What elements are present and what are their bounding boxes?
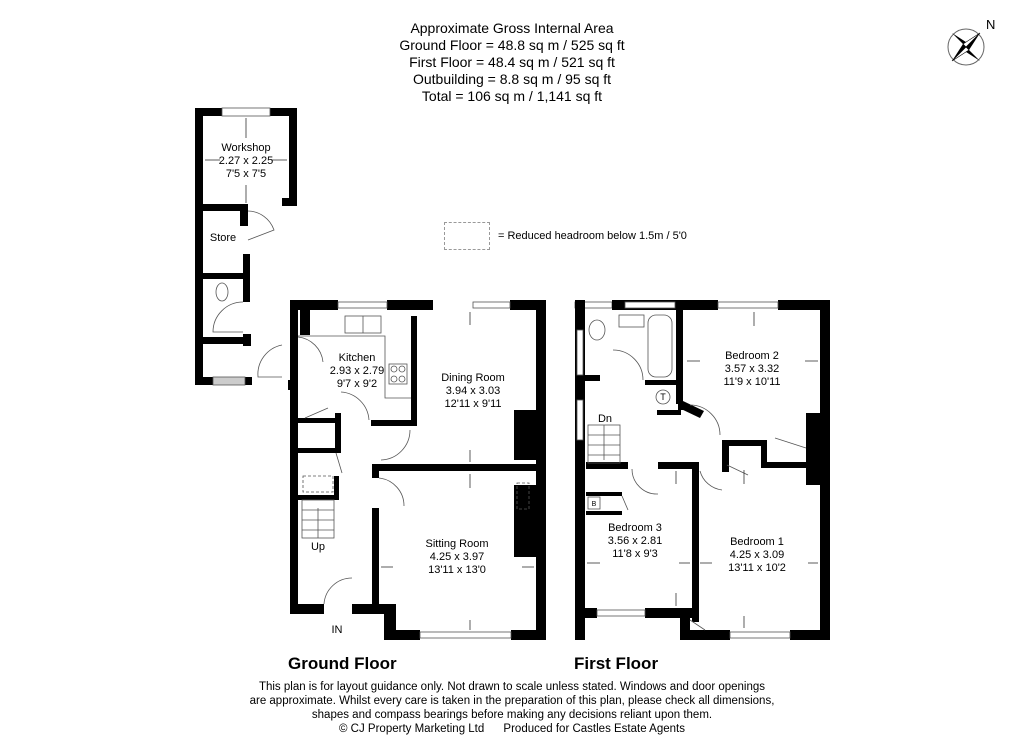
compass-icon: N bbox=[942, 15, 1002, 75]
room-imperial: 9'7 x 9'2 bbox=[336, 378, 378, 390]
room-metric: 2.27 x 2.25 bbox=[218, 155, 274, 167]
room-imperial: 12'11 x 9'11 bbox=[444, 398, 502, 410]
room-sitting: Sitting Room 4.25 x 3.97 13'11 x 13'0 bbox=[426, 538, 489, 577]
ground-floor-title: Ground Floor bbox=[288, 654, 397, 673]
room-bedroom-1: Bedroom 1 4.25 x 3.09 13'11 x 10'2 bbox=[728, 536, 786, 575]
room-name: Sitting Room bbox=[425, 538, 489, 550]
room-imperial: 13'11 x 13'0 bbox=[428, 564, 486, 576]
room-name: Store bbox=[209, 232, 237, 244]
room-name: Kitchen bbox=[338, 352, 376, 364]
room-dining: Dining Room 3.94 x 3.03 12'11 x 9'11 bbox=[441, 372, 505, 411]
room-imperial: 11'9 x 10'11 bbox=[723, 376, 781, 388]
area-summary: Approximate Gross Internal Area Ground F… bbox=[0, 20, 1024, 105]
disclaimer: This plan is for layout guidance only. N… bbox=[0, 680, 1024, 736]
area-title: Approximate Gross Internal Area bbox=[410, 20, 614, 36]
room-name: Bedroom 1 bbox=[730, 536, 784, 548]
dashed-area-icon bbox=[444, 222, 490, 250]
area-first-floor: First Floor = 48.4 sq m / 521 sq ft bbox=[409, 54, 615, 70]
stairs-down-label: Dn bbox=[597, 413, 613, 425]
room-store: Store bbox=[210, 232, 236, 245]
tank-label: T bbox=[660, 392, 666, 402]
entrance-label: IN bbox=[331, 624, 343, 636]
first-floor-title: First Floor bbox=[574, 654, 659, 673]
room-metric: 4.25 x 3.97 bbox=[429, 551, 485, 563]
svg-text:N: N bbox=[986, 17, 995, 32]
room-name: Dining Room bbox=[441, 372, 505, 384]
stairs-up-label: Up bbox=[310, 541, 326, 553]
disclaimer-line: shapes and compass bearings before makin… bbox=[311, 709, 713, 721]
room-metric: 3.56 x 2.81 bbox=[607, 535, 663, 547]
headroom-legend: = Reduced headroom below 1.5m / 5'0 bbox=[444, 222, 687, 250]
room-name: Bedroom 2 bbox=[725, 350, 779, 362]
room-name: Workshop bbox=[221, 142, 271, 154]
boiler-label: B bbox=[591, 501, 597, 508]
room-kitchen: Kitchen 2.93 x 2.79 9'7 x 9'2 bbox=[330, 352, 384, 391]
room-metric: 3.57 x 3.32 bbox=[724, 363, 780, 375]
room-name: Bedroom 3 bbox=[608, 522, 662, 534]
room-imperial: 7'5 x 7'5 bbox=[225, 168, 267, 180]
room-metric: 4.25 x 3.09 bbox=[729, 549, 785, 561]
copyright-line: © CJ Property Marketing Ltd Produced for… bbox=[339, 723, 685, 735]
room-metric: 2.93 x 2.79 bbox=[329, 365, 385, 377]
area-outbuilding: Outbuilding = 8.8 sq m / 95 sq ft bbox=[412, 71, 612, 87]
legend-text: = Reduced headroom below 1.5m / 5'0 bbox=[498, 230, 687, 242]
room-imperial: 11'8 x 9'3 bbox=[612, 548, 658, 560]
room-metric: 3.94 x 3.03 bbox=[445, 385, 501, 397]
room-workshop: Workshop 2.27 x 2.25 7'5 x 7'5 bbox=[219, 142, 273, 181]
room-imperial: 13'11 x 10'2 bbox=[728, 562, 786, 574]
disclaimer-line: are approximate. Whilst every care is ta… bbox=[249, 695, 775, 707]
room-bedroom-2: Bedroom 2 3.57 x 3.32 11'9 x 10'11 bbox=[723, 350, 780, 389]
area-ground-floor: Ground Floor = 48.8 sq m / 525 sq ft bbox=[399, 37, 625, 53]
disclaimer-line: This plan is for layout guidance only. N… bbox=[258, 681, 766, 693]
area-total: Total = 106 sq m / 1,141 sq ft bbox=[421, 88, 603, 104]
room-bedroom-3: Bedroom 3 3.56 x 2.81 11'8 x 9'3 bbox=[608, 522, 662, 561]
